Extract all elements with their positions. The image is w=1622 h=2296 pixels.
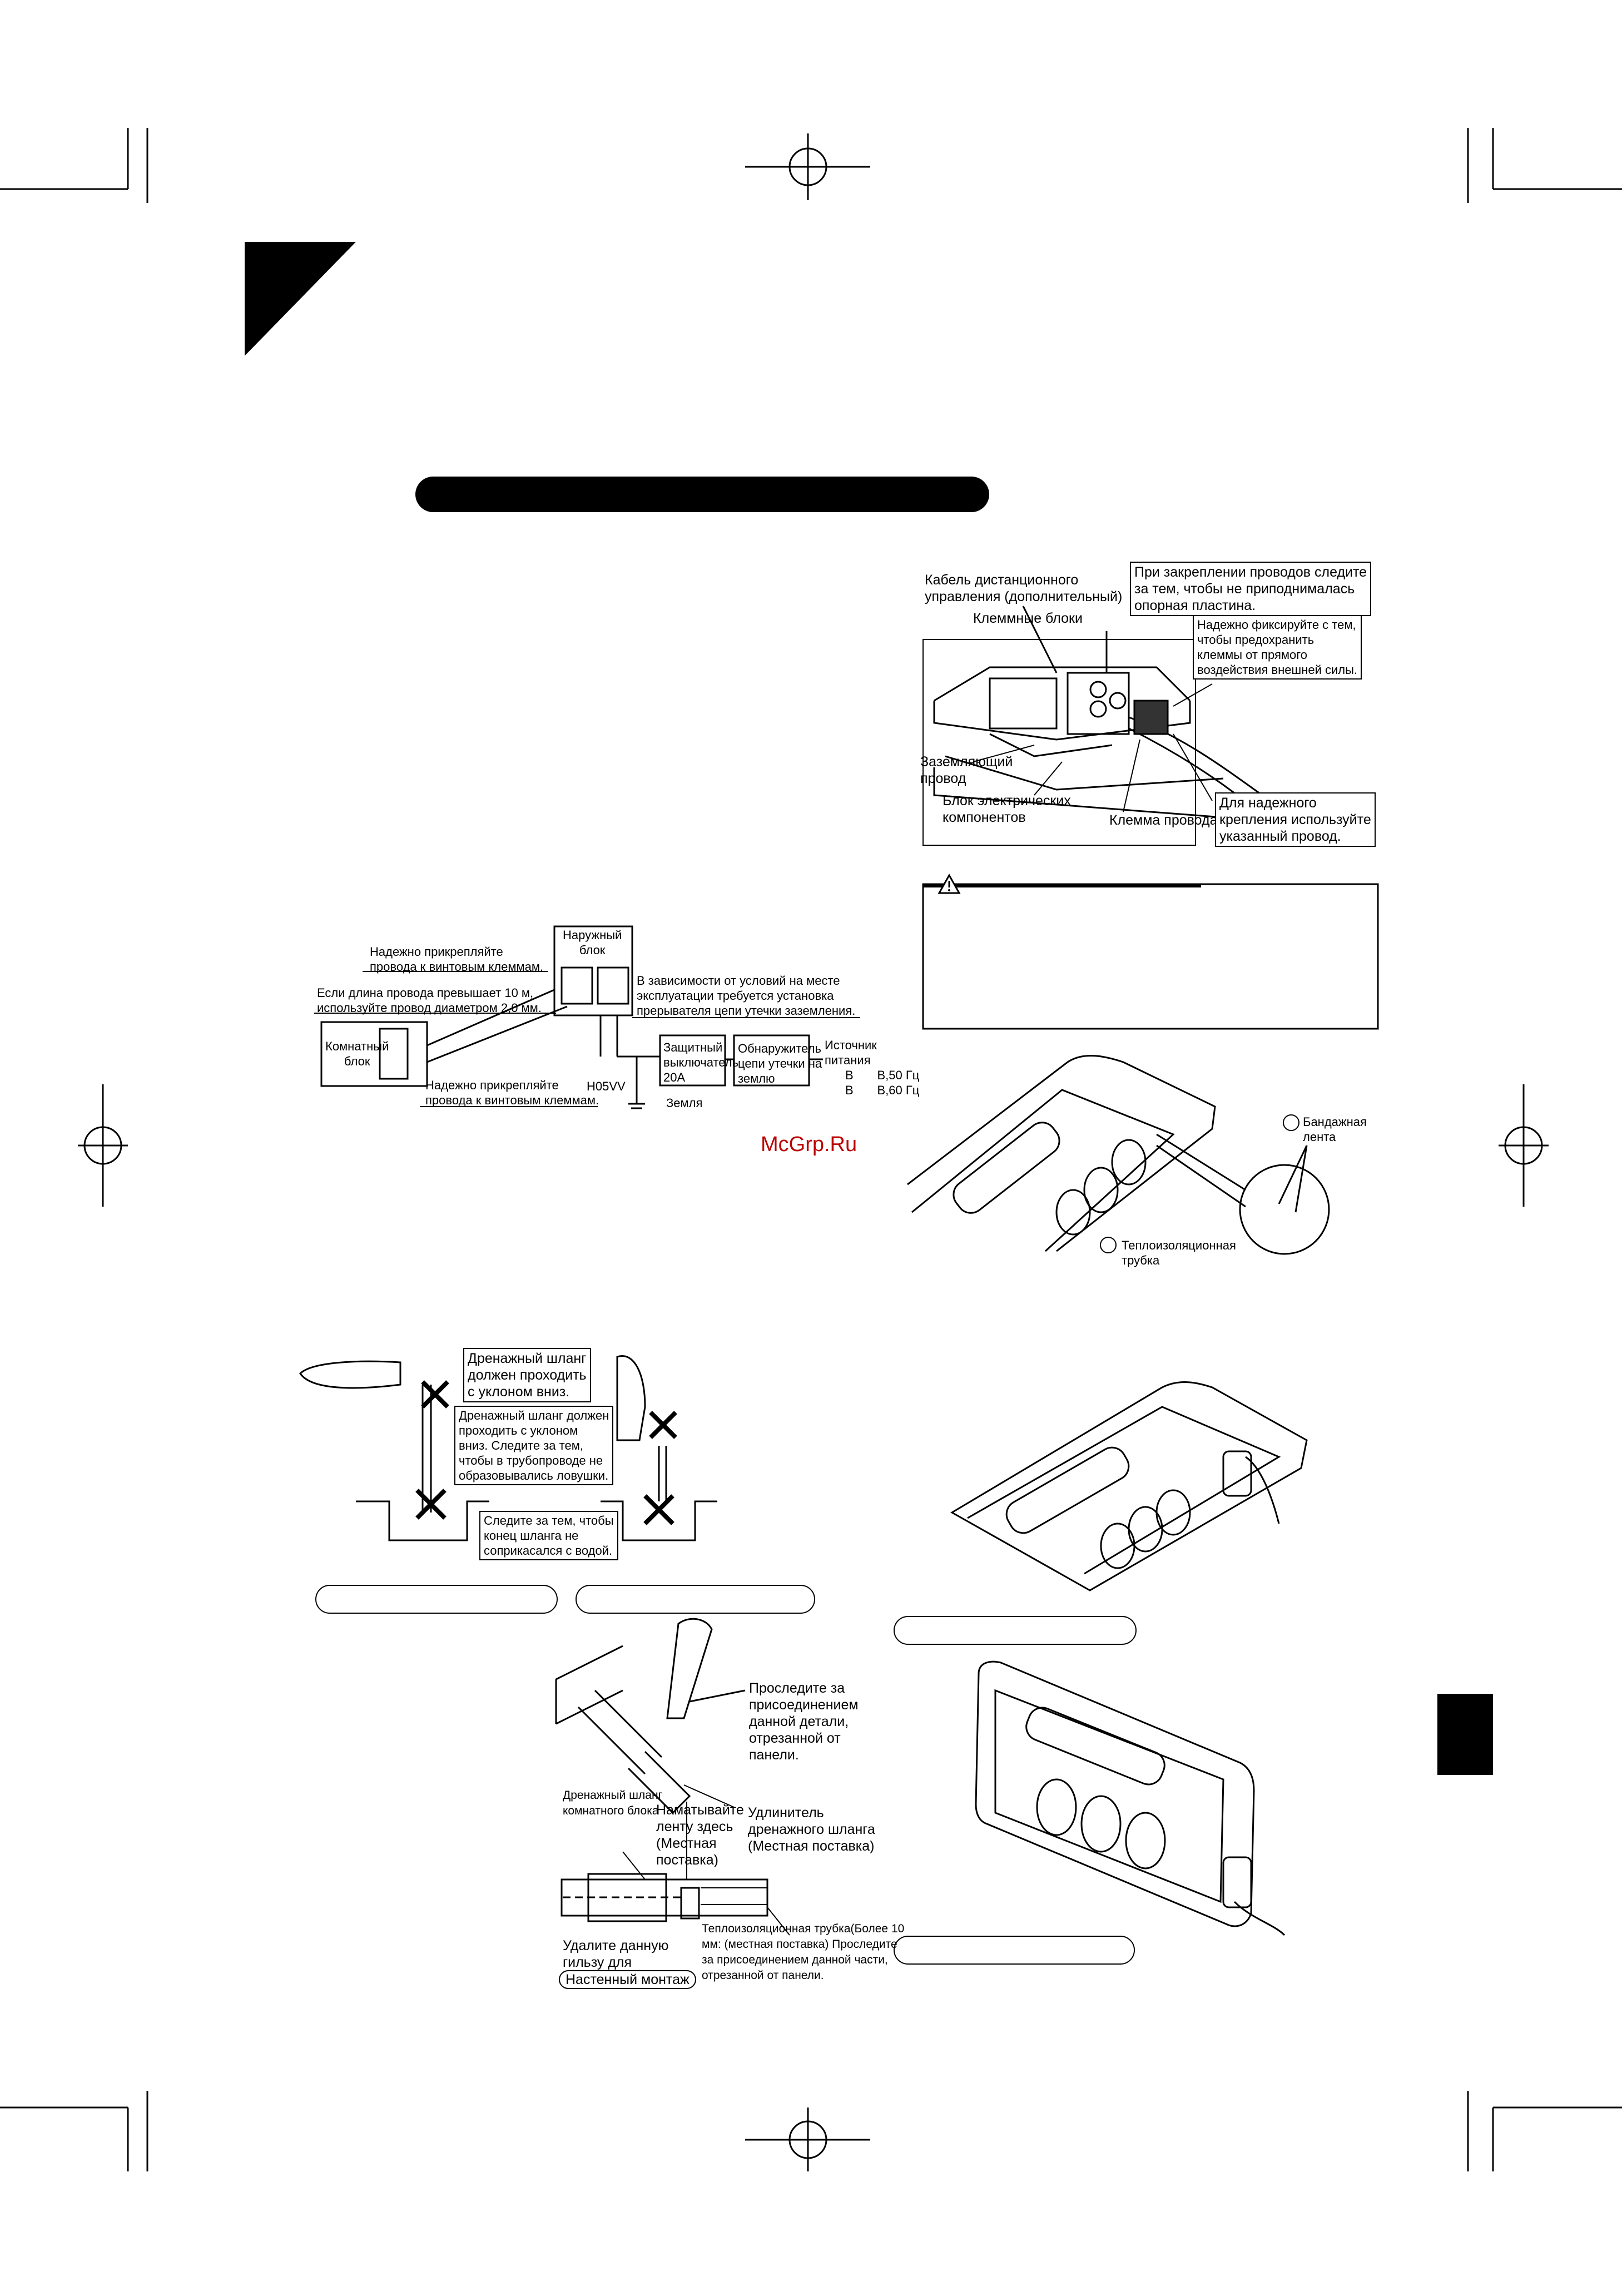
- length-note-label: Если длина провода превышает 10 м, испол…: [317, 986, 542, 1015]
- power-lines-label: В В,50 Гц В В,60 Гц: [845, 1068, 920, 1097]
- drain-slope-box: Дренажный шланг должен проходить с уклон…: [463, 1348, 591, 1402]
- terminal-blocks-label: Клеммные блоки: [973, 611, 1083, 626]
- note-secure-fix: Надежно фиксируйте с тем, чтобы предохра…: [1193, 615, 1362, 680]
- caption-pill-3: [894, 1616, 1137, 1645]
- remove-sleeve-label: Удалите данную гильзу для: [563, 1938, 669, 1970]
- cable-type-label: H05VV: [587, 1079, 626, 1093]
- breaker-label: Защитный выключатель 20A: [663, 1040, 739, 1084]
- leak-detector-label: Обнаружитель цепи утечки на землю: [738, 1042, 822, 1085]
- page-side-tab: [1437, 1694, 1493, 1775]
- insulation-note-label: Теплоизоляционная трубка(Более 10 мм: (м…: [702, 1922, 905, 1982]
- check-part-label: Проследите за присоединением данной дета…: [749, 1680, 859, 1763]
- caption-pill-1: [315, 1585, 558, 1614]
- tube-label: Теплоизоляционная трубка: [1122, 1238, 1236, 1267]
- indoor-unit-label: Комнатный блок: [325, 1039, 389, 1068]
- wire-clamp-label: Клемма провода: [1109, 812, 1218, 828]
- indoor-hose-label: Дренажный шланг комнатного блока: [563, 1789, 663, 1817]
- power-source-label: Источник питания: [825, 1038, 877, 1067]
- leakage-note-label: В зависимости от условий на месте эксплу…: [637, 974, 856, 1018]
- outdoor-unit-label: Наружный блок: [563, 928, 622, 957]
- drain-water-note: Следите за тем, чтобы конец шланга не со…: [479, 1511, 618, 1560]
- ground-wire-label: Заземляющий провод: [920, 754, 1013, 786]
- band-label: Бандажная лента: [1303, 1115, 1367, 1144]
- watermark: McGrp.Ru: [761, 1133, 857, 1156]
- remote-cable-label: Кабель дистанционного управления (дополн…: [925, 572, 1123, 604]
- note-specified-wire: Для надежного крепления используйте указ…: [1215, 792, 1376, 847]
- wall-mount-label: Настенный монтаж: [559, 1970, 696, 1989]
- earth-label: Земля: [666, 1096, 703, 1110]
- fasten-top-label: Надежно прикрепляйте провода к винтовым …: [370, 945, 544, 974]
- note-support-plate: При закреплении проводов следите за тем,…: [1130, 562, 1372, 616]
- section-header-bar: [415, 477, 989, 512]
- warning-icon: [938, 873, 961, 894]
- extension-label: Удлинитель дренажного шланга (Местная по…: [748, 1805, 875, 1854]
- fasten-bottom-label: Надежно прикрепляйте провода к винтовым …: [425, 1078, 599, 1107]
- wrap-tape-label: Наматывайте ленту здесь (Местная поставк…: [656, 1802, 744, 1868]
- drain-slope-note: Дренажный шланг должен проходить с уклон…: [454, 1406, 614, 1485]
- component-block-label: Блок электрических компонентов: [943, 793, 1071, 825]
- caption-pill-4: [894, 1936, 1135, 1965]
- caption-pill-2: [576, 1585, 815, 1614]
